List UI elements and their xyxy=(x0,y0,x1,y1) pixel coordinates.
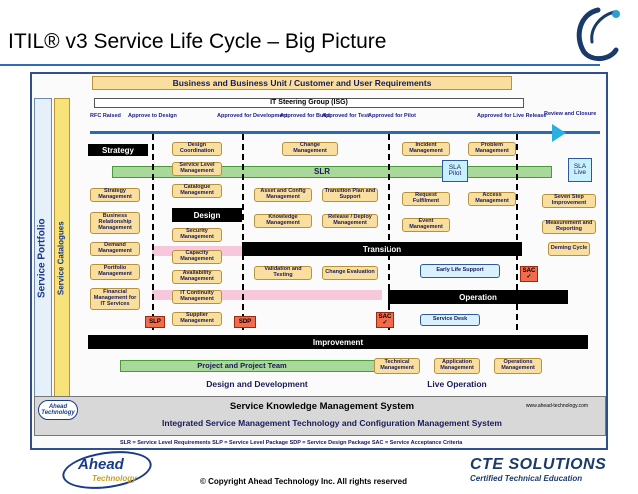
phase-divider xyxy=(388,134,390,330)
process-availability: Availability Management xyxy=(172,270,222,284)
process-slm: Service Level Management xyxy=(172,162,222,176)
live-operation-label: Live Operation xyxy=(427,378,487,389)
process-design-coordination: Design Coordination xyxy=(172,142,222,156)
process-capacity: Capacity Management xyxy=(172,250,222,264)
process-problem: Problem Management xyxy=(468,142,516,156)
sla-pilot-badge: SLA Pilot xyxy=(442,160,468,182)
page-title: ITIL® v3 Service Life Cycle – Big Pictur… xyxy=(8,30,387,53)
service-portfolio-bar: Service Portfolio xyxy=(34,98,52,418)
process-release: Release / Deploy Management xyxy=(322,214,378,228)
process-change: Change Management xyxy=(282,142,338,156)
step-approved-test: Approved for Test xyxy=(322,113,369,119)
step-approved-development: Approved for Development xyxy=(217,113,288,119)
process-asset-config: Asset and Config Management xyxy=(254,188,312,202)
cte-tagline: Certified Technical Education xyxy=(470,474,583,483)
sla-live-badge: SLA Live xyxy=(568,158,592,182)
process-incident: Incident Management xyxy=(402,142,450,156)
ahead-url: www.ahead-technology.com xyxy=(525,403,589,410)
process-transition-plan: Transition Plan and Support xyxy=(322,188,378,202)
sac-badge-transition: SAC ✓ xyxy=(376,312,394,328)
design-bar: Design xyxy=(172,208,242,222)
service-catalogues-bar: Service Catalogues xyxy=(54,98,70,418)
service-catalogues-label: Service Catalogues xyxy=(56,221,66,295)
title-divider xyxy=(0,64,600,66)
approval-arrow xyxy=(90,131,600,134)
process-access: Access Management xyxy=(468,192,516,206)
process-seven-step: Seven Step Improvement xyxy=(542,194,596,208)
it-steering-group: IT Steering Group (ISG) xyxy=(94,98,524,108)
step-approve-design: Approve to Design xyxy=(128,113,177,119)
process-measurement: Measurement and Reporting xyxy=(542,220,596,234)
operation-bar: Operation xyxy=(388,290,568,304)
integrated-management-label: Integrated Service Management Technology… xyxy=(162,417,502,428)
project-team-label: Project and Project Team xyxy=(197,361,287,371)
skms-band xyxy=(34,396,606,436)
ahead-logo: Ahead xyxy=(78,456,124,473)
process-operations: Operations Management xyxy=(494,358,542,374)
transition-bar: Transition xyxy=(242,242,522,256)
cte-solutions-logo: CTE SOLUTIONS xyxy=(470,456,607,473)
approval-arrowhead-icon xyxy=(552,124,566,142)
ahead-small-logo: Ahead Technology xyxy=(38,400,78,420)
process-request: Request Fulfilment xyxy=(402,192,450,206)
process-knowledge: Knowledge Management xyxy=(254,214,312,228)
process-business-relationship: Business Relationship Management xyxy=(90,212,140,234)
service-portfolio-label: Service Portfolio xyxy=(36,218,48,298)
process-service-desk: Service Desk xyxy=(420,314,480,326)
slr-label: SLR xyxy=(314,166,330,176)
process-demand: Demand Management xyxy=(90,242,140,256)
process-portfolio: Portfolio Management xyxy=(90,264,140,280)
sac-badge-live: SAC ✓ xyxy=(520,266,538,282)
process-technical: Technical Management xyxy=(374,358,420,374)
strategy-bar: Strategy xyxy=(88,144,148,156)
process-early-life: Early Life Support xyxy=(420,264,500,278)
sdp-badge: SDP xyxy=(234,316,256,328)
itil-lifecycle-diagram: Business and Business Unit / Customer an… xyxy=(30,72,608,450)
step-approved-live: Approved for Live Release xyxy=(477,113,547,119)
process-security: Security Management xyxy=(172,228,222,242)
operation-pink-bar xyxy=(152,290,382,300)
step-approved-pilot: Approved for Pilot xyxy=(368,113,416,119)
abbreviation-legend: SLR = Service Level Requirements SLP = S… xyxy=(120,440,463,446)
process-strategy-management: Strategy Management xyxy=(90,188,140,202)
process-supplier: Supplier Management xyxy=(172,312,222,326)
ahead-logo-sub: Technology xyxy=(92,474,137,483)
improvement-bar: Improvement xyxy=(88,335,588,349)
phase-divider xyxy=(152,134,154,330)
phase-divider xyxy=(242,134,244,330)
step-rfc-raised: RFC Raised xyxy=(90,113,121,119)
step-approved-build: Approved for Build xyxy=(280,113,330,119)
process-event: Event Management xyxy=(402,218,450,232)
step-review-closure: Review and Closure xyxy=(544,111,597,117)
design-development-label: Design and Development xyxy=(206,378,308,389)
process-catalogue: Catalogue Management xyxy=(172,184,222,198)
slp-badge: SLP xyxy=(145,316,165,328)
process-evaluation: Change Evaluation xyxy=(322,266,378,280)
process-deming: Deming Cycle xyxy=(548,242,590,256)
process-financial: Financial Management for IT Services xyxy=(90,288,140,310)
business-requirements-band: Business and Business Unit / Customer an… xyxy=(92,76,512,90)
process-it-continuity: IT Continuity Management xyxy=(172,290,222,304)
phase-divider xyxy=(516,134,518,330)
process-application: Application Management xyxy=(434,358,480,374)
skms-label: Service Knowledge Management System xyxy=(229,401,415,413)
process-validation: Validation and Testing xyxy=(254,266,312,280)
copyright-text: © Copyright Ahead Technology Inc. All ri… xyxy=(200,477,407,486)
cte-swirl-logo-icon xyxy=(576,7,620,61)
